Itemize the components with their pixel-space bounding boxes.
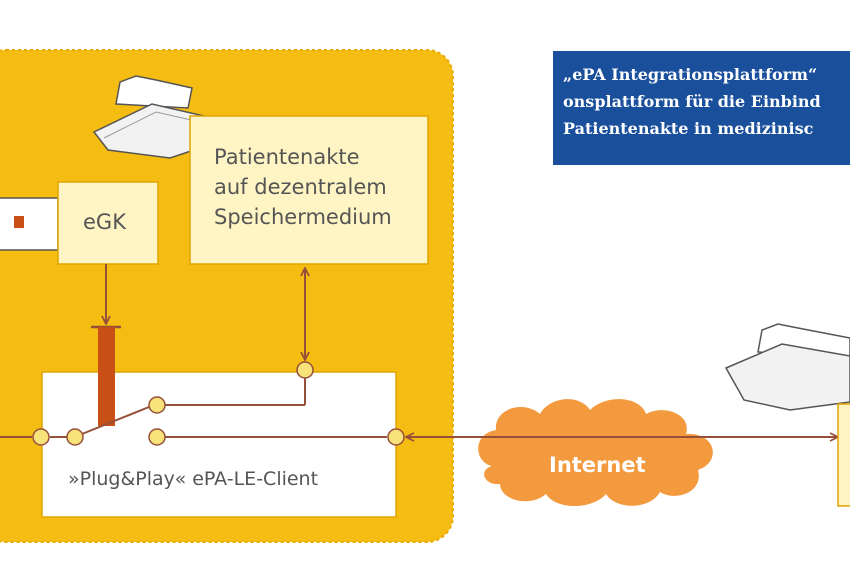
patientenakte-label-line1: Patientenakte <box>214 145 360 169</box>
patientenakte-label-line3: Speichermedium <box>214 205 392 229</box>
caption-line-3: Patientenakte in medizinisc <box>563 119 814 138</box>
remote-box <box>837 403 850 507</box>
client-box <box>41 371 397 518</box>
caption-line-1: „ePA Integrationsplattform“ <box>563 65 818 84</box>
internet-cloud-icon <box>478 399 713 506</box>
internet-label: Internet <box>549 453 646 477</box>
remote-folder-icon <box>724 323 850 411</box>
caption-box: „ePA Integrationsplattform“ onsplattform… <box>553 51 850 165</box>
egk-label: eGK <box>83 210 127 234</box>
patientenakte-label-line2: auf dezentralem <box>214 175 387 199</box>
client-label: »Plug&Play« ePA-LE-Client <box>68 468 318 490</box>
caption-line-2: onsplattform für die Einbind <box>563 92 821 111</box>
egk-card-icon <box>0 197 59 251</box>
connection-nodes <box>32 361 405 446</box>
folder-icon <box>92 75 213 159</box>
patientenakte-box <box>189 115 429 265</box>
egk-box <box>57 181 159 265</box>
egk-plug <box>98 327 115 426</box>
client-wiring <box>0 378 387 438</box>
